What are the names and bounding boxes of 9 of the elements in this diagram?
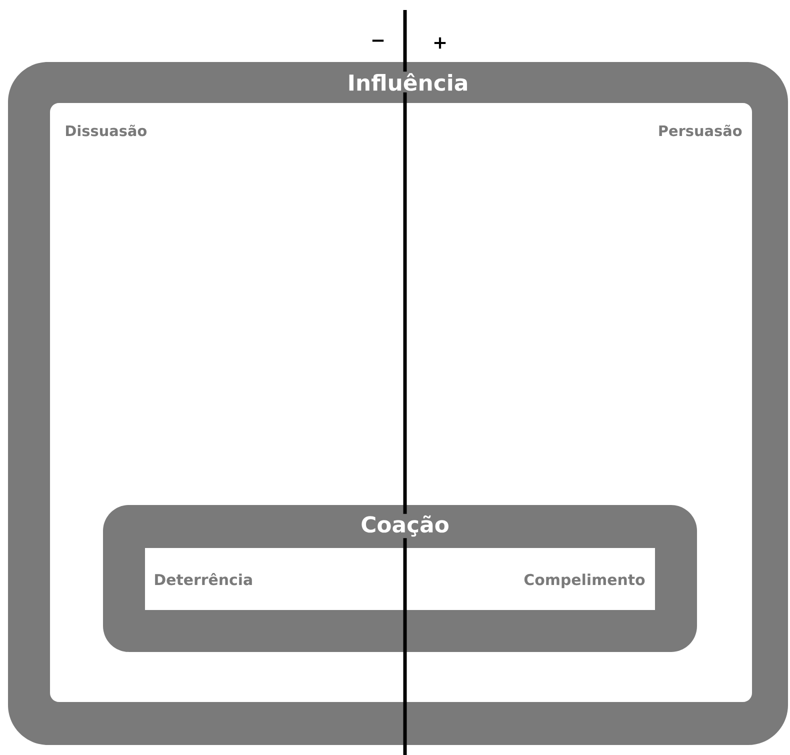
- region-label: Dissuasão: [66, 124, 147, 136]
- title-text: Influência: [346, 72, 470, 92]
- sign-label: +: [434, 37, 446, 49]
- region-label: Compelimento: [522, 572, 647, 590]
- title-text: Coação: [359, 514, 451, 538]
- region-label: Persuasão: [659, 124, 742, 136]
- region-label: Deterrência: [152, 572, 255, 587]
- inner-box: [145, 548, 655, 610]
- sign-label: −: [372, 40, 384, 42]
